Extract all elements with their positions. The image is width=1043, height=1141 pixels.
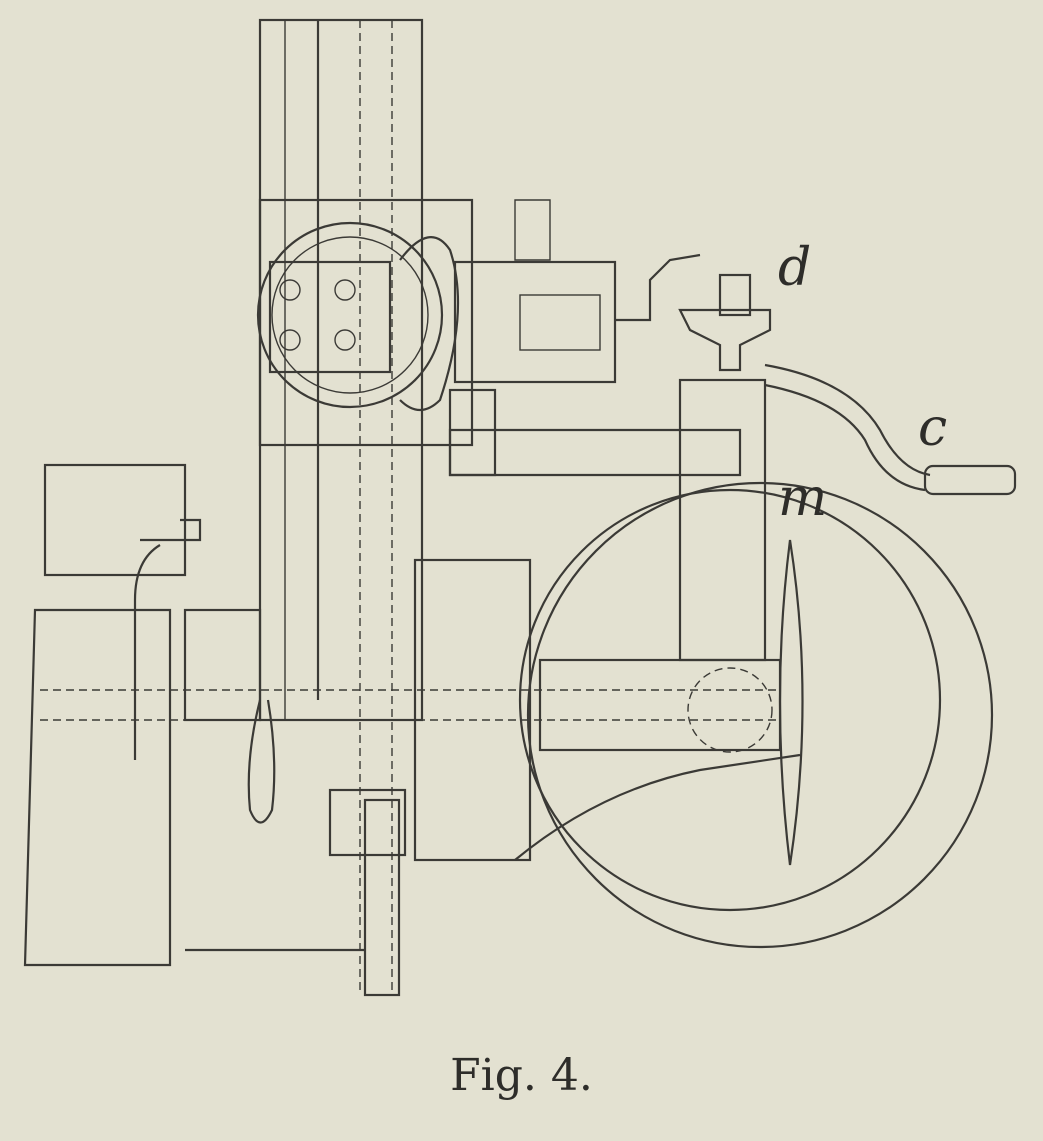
horizontal-arm (448, 388, 742, 477)
figure-caption: Fig. 4. (450, 1050, 593, 1101)
gear-box (453, 199, 701, 384)
large-wheel (518, 481, 994, 949)
handle-c (764, 363, 1017, 496)
label-d: d (778, 238, 812, 298)
label-c: c (918, 398, 948, 458)
label-m: m (778, 468, 828, 528)
lower-shaft (40, 558, 801, 862)
carriage-block (256, 198, 474, 447)
left-bracket (23, 463, 365, 967)
lever-d (678, 273, 772, 662)
vertical-column (258, 18, 424, 997)
